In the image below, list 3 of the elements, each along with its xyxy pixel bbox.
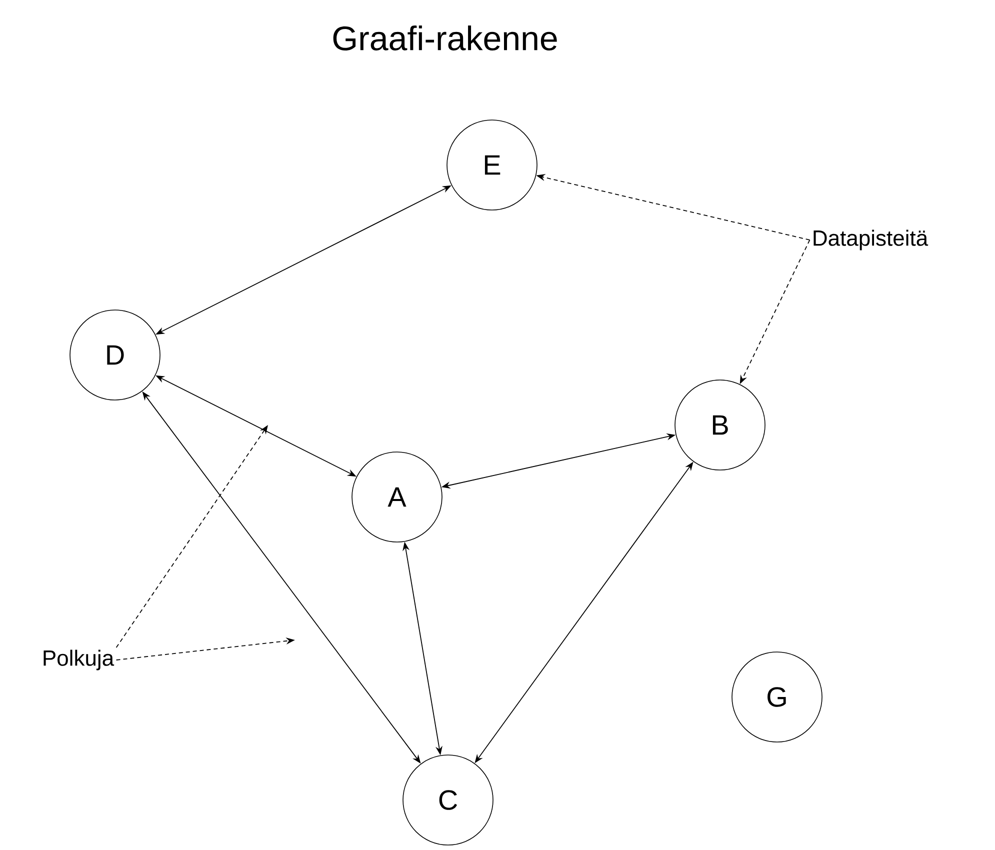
title: Graafi-rakenne [333, 26, 557, 50]
leader-label: Datapisteitä [814, 230, 928, 250]
leader-label: Polkuja [44, 650, 114, 670]
